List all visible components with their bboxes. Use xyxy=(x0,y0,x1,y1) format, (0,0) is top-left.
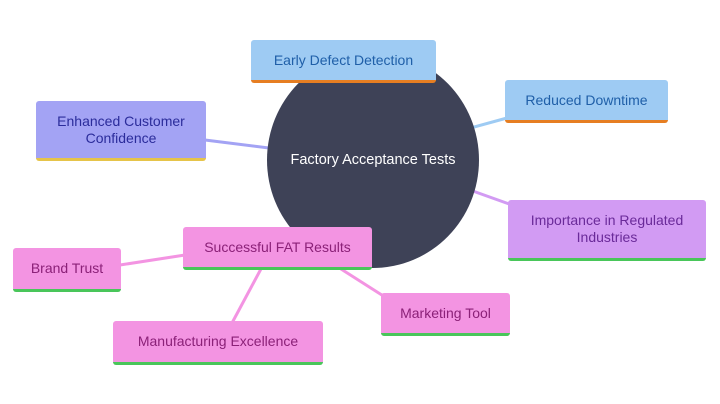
link-brand-trust xyxy=(119,253,186,267)
node-label: Successful FAT Results xyxy=(204,238,351,255)
node-brand-trust: Brand Trust xyxy=(13,248,121,292)
node-manufacturing-excellence: Manufacturing Excellence xyxy=(113,321,323,365)
node-enhanced-customer-confidence: Enhanced Customer Confidence xyxy=(36,101,206,161)
node-marketing-tool: Marketing Tool xyxy=(381,293,510,336)
node-reduced-downtime: Reduced Downtime xyxy=(505,80,668,123)
central-topic-label: Factory Acceptance Tests xyxy=(290,152,456,168)
node-early-defect-detection: Early Defect Detection xyxy=(251,40,436,83)
node-importance-regulated: Importance in Regulated Industries xyxy=(508,200,706,261)
node-label: Manufacturing Excellence xyxy=(137,333,299,349)
link-manufacturing-excellence xyxy=(230,266,264,324)
node-label: Enhanced Customer Confidence xyxy=(57,112,185,146)
node-label: Early Defect Detection xyxy=(273,51,414,68)
node-label: Importance in Regulated Industries xyxy=(530,212,684,245)
link-importance-regulated xyxy=(469,188,513,207)
node-successful-fat-results: Successful FAT Results xyxy=(183,227,372,270)
node-label: Reduced Downtime xyxy=(525,91,648,108)
node-label: Brand Trust xyxy=(30,260,104,276)
node-label: Marketing Tool xyxy=(400,304,491,321)
